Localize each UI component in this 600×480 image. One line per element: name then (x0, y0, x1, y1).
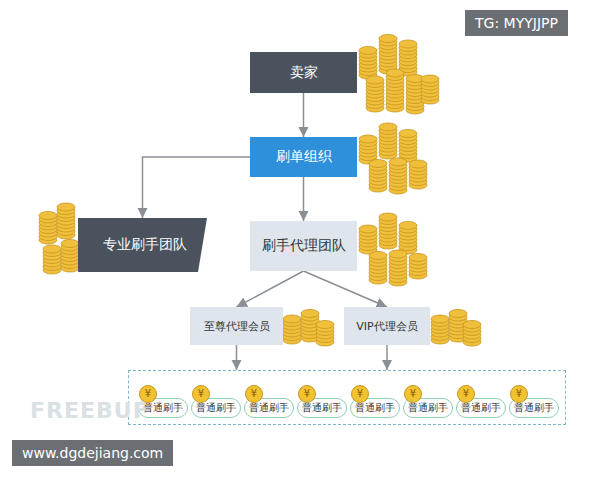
agent-box: VIP代理会员 (344, 307, 430, 345)
coin (369, 160, 387, 168)
node-text: 普通刷手 (249, 401, 289, 415)
coin (359, 135, 377, 143)
agent-box: 刷手代理团队 (250, 221, 357, 271)
coin (379, 213, 397, 221)
contact-tag: TG: MYYJJPP (465, 10, 568, 36)
flow-arrow (236, 345, 238, 370)
node-text: 专业刷手团队 (103, 236, 187, 254)
node-text: 普通刷手 (355, 401, 395, 415)
node-text: 刷单组织 (276, 148, 332, 166)
flow-arrow (304, 271, 388, 307)
node-text: 至尊代理会员 (204, 319, 270, 334)
yen-coin: ¥ (298, 385, 316, 403)
node-text: 普通刷手 (196, 401, 236, 415)
node-text: 刷手代理团队 (262, 237, 346, 255)
coin (57, 203, 75, 211)
coin (449, 310, 467, 318)
node-text: 普通刷手 (143, 401, 183, 415)
node-text: 普通刷手 (408, 401, 448, 415)
agent-box: 至尊代理会员 (190, 307, 283, 345)
flow-arrow (143, 157, 251, 218)
coin (379, 123, 397, 131)
yen-coin: ¥ (510, 385, 528, 403)
coin (316, 321, 334, 329)
organizer-box: 刷单组织 (250, 137, 357, 177)
flow-arrow (303, 93, 305, 137)
coin (389, 250, 407, 258)
coin (421, 75, 439, 83)
node-text: 卖家 (290, 64, 318, 82)
coin (399, 222, 417, 230)
seller-box: 卖家 (250, 52, 357, 93)
coin (399, 130, 417, 138)
coin (359, 47, 377, 55)
coin (301, 310, 319, 318)
coin (39, 212, 57, 220)
node-text: 普通刷手 (514, 401, 554, 415)
coin (409, 160, 427, 168)
watermark: FREEBUF (30, 398, 149, 423)
flow-arrow (237, 271, 304, 307)
yen-coin: ¥ (139, 385, 157, 403)
node-text: VIP代理会员 (356, 319, 417, 334)
coin (399, 40, 417, 48)
flow-arrow (303, 177, 305, 221)
website-tag: www.dgdejiang.com (12, 440, 173, 466)
coin (379, 35, 397, 43)
yen-coin: ¥ (404, 385, 422, 403)
team-trapezoid: 专业刷手团队 (78, 218, 207, 272)
coin (463, 321, 481, 329)
coin (409, 254, 427, 262)
flow-arrow (386, 345, 388, 370)
node-text: 普通刷手 (302, 401, 342, 415)
yen-coin: ¥ (457, 385, 475, 403)
coin (366, 76, 384, 84)
coin (359, 225, 377, 233)
coin (389, 158, 407, 166)
coin (43, 245, 61, 253)
coin (386, 69, 404, 77)
coin (431, 315, 449, 323)
yen-coin: ¥ (245, 385, 263, 403)
yen-coin: ¥ (351, 385, 369, 403)
coin (369, 252, 387, 260)
coin (61, 240, 79, 248)
node-text: 普通刷手 (461, 401, 501, 415)
coin (283, 315, 301, 323)
yen-coin: ¥ (192, 385, 210, 403)
